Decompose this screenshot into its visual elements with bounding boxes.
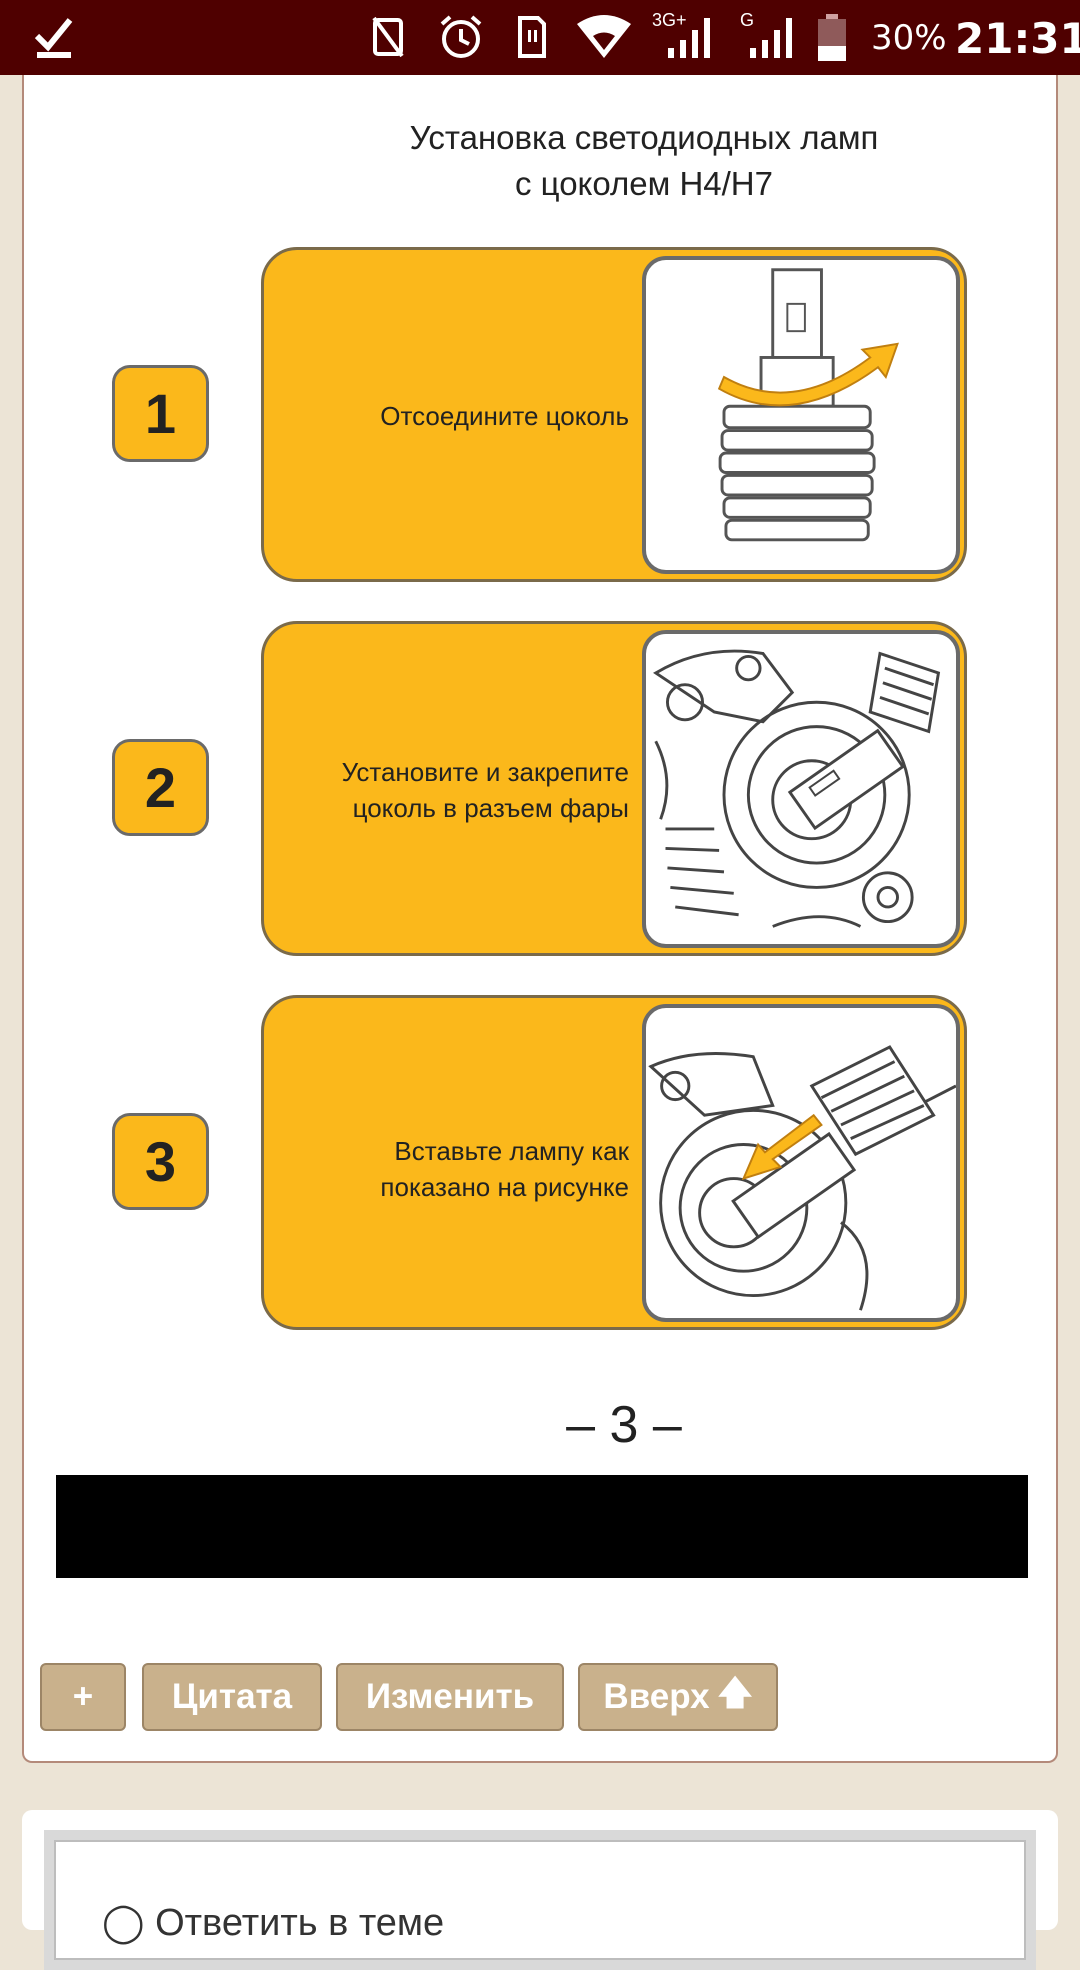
step-panel: Вставьте лампу как показано на рисунке: [261, 995, 967, 1330]
lamp-insert-illustration: [642, 1004, 960, 1322]
network-type-2: G: [740, 10, 755, 30]
step-panel: Установите и закрепите цоколь в разъем ф…: [261, 621, 967, 956]
reply-card: ◯ Ответить в теме: [22, 1810, 1058, 1970]
step-3: 3 Вставьте лампу как показано на рисунке: [24, 995, 1056, 1330]
step-text: Отсоедините цоколь: [284, 398, 629, 434]
step-text-line: Отсоедините цоколь: [380, 401, 629, 431]
page-number: – 3 –: [566, 1396, 682, 1454]
signal-icon: [668, 18, 710, 58]
arrow-up-icon: 🡅: [717, 1673, 753, 1712]
scroll-top-label: Вверх: [603, 1677, 710, 1716]
step-number: 2: [112, 739, 209, 836]
edit-button[interactable]: Изменить: [336, 1663, 564, 1731]
step-1: 1 Отсоедините цоколь: [24, 247, 1056, 582]
nfc-off-icon: [372, 16, 404, 58]
instruction-title: Установка светодиодных ламп с цоколем H4…: [284, 115, 1004, 207]
led-lamp-icon: [717, 268, 899, 542]
step-text: Установите и закрепите цоколь в разъем ф…: [284, 754, 629, 826]
black-bar: [56, 1475, 1028, 1578]
instruction-title-line2: с цоколем H4/H7: [515, 165, 773, 202]
step-number: 3: [112, 1113, 209, 1210]
battery-icon: [818, 14, 846, 61]
lamp-insert-icon: [648, 1045, 956, 1311]
instruction-title-line1: Установка светодиодных ламп: [409, 119, 879, 156]
step-text: Вставьте лампу как показано на рисунке: [284, 1133, 629, 1205]
alarm-icon: [440, 15, 482, 58]
signal-icon: [750, 18, 792, 58]
step-panel: Отсоедините цоколь: [261, 247, 967, 582]
headlight-socket-illustration: [642, 630, 960, 948]
status-bar: 3G+ G 30% 21:31: [0, 0, 1080, 75]
step-text-line: цоколь в разъем фары: [352, 793, 629, 823]
battery-percent: 30%: [871, 18, 947, 58]
check-icon: [34, 18, 73, 58]
headlight-icon: [653, 649, 941, 928]
step-text-line: показано на рисунке: [380, 1172, 629, 1202]
clock-time: 21:31: [955, 14, 1080, 63]
reply-in-topic-link[interactable]: ◯ Ответить в теме: [102, 1900, 444, 1945]
step-text-line: Вставьте лампу как: [394, 1136, 629, 1166]
reply-label-text: Ответить в теме: [155, 1902, 445, 1944]
instruction-image: Установка светодиодных ламп с цоколем H4…: [24, 75, 1056, 1525]
led-lamp-illustration: [642, 256, 960, 574]
forum-post: Установка светодиодных ламп с цоколем H4…: [22, 75, 1058, 1763]
step-2: 2 Установите и закрепите цоколь в разъем…: [24, 621, 1056, 956]
step-text-line: Установите и закрепите: [341, 757, 629, 787]
wifi-icon: [577, 15, 631, 58]
step-number: 1: [112, 365, 209, 462]
sim-card-icon: [518, 16, 546, 58]
scroll-top-button[interactable]: Вверх 🡅: [578, 1663, 778, 1731]
reply-icon: ◯: [102, 1902, 145, 1944]
network-type-1: 3G+: [652, 10, 687, 30]
quote-button[interactable]: Цитата: [142, 1663, 322, 1731]
add-button[interactable]: +: [40, 1663, 126, 1731]
